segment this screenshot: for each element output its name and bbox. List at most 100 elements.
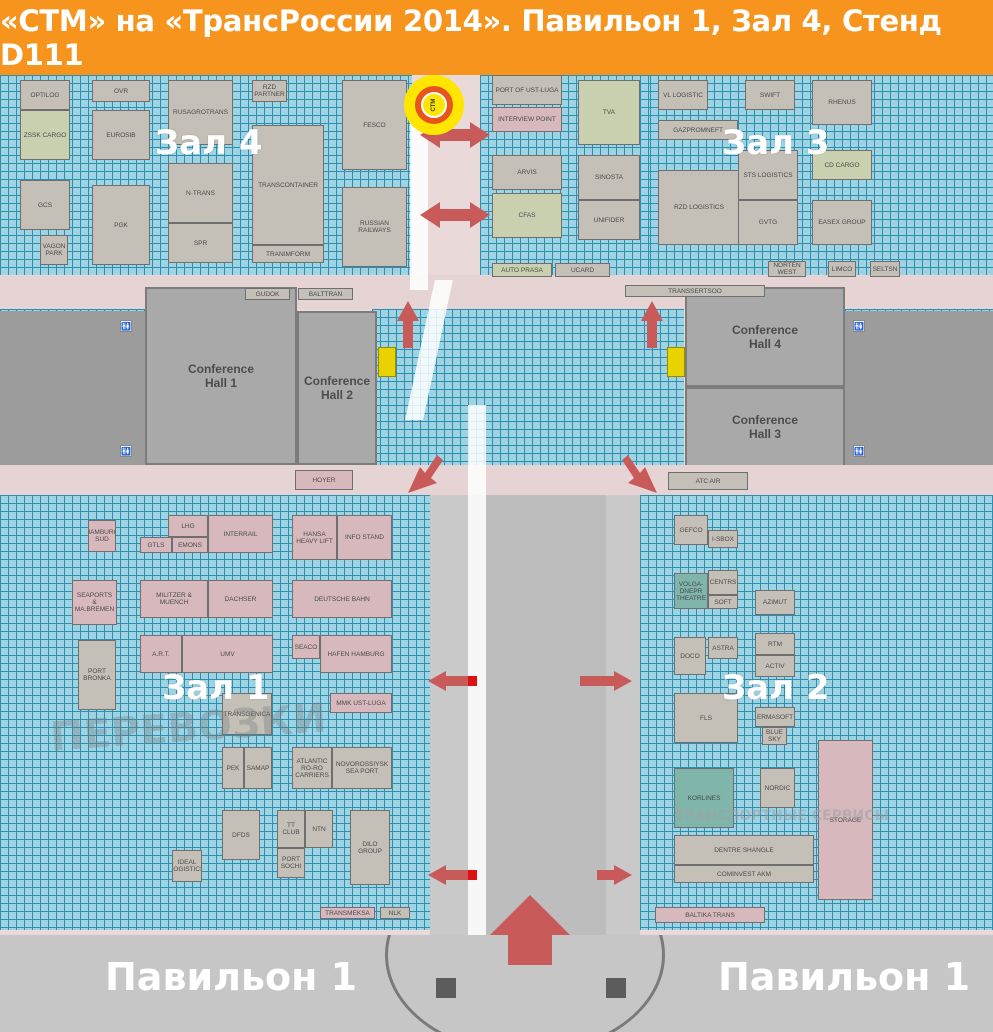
stand-rzd-partner[interactable]: RZD PARTNER: [252, 80, 287, 102]
stand-ideal-logistics[interactable]: IDEAL LOGISTICS: [172, 850, 202, 882]
stand-pek[interactable]: PEK: [222, 747, 244, 789]
arrow-up-icon: [641, 301, 663, 348]
stand-gcs[interactable]: GCS: [20, 180, 70, 230]
stand-dfds-label: DFDS: [232, 831, 250, 839]
stand-port-bronka[interactable]: PORT BRONKA: [78, 640, 116, 710]
stand-transmeksa[interactable]: TRANSMEKSA: [320, 907, 375, 919]
stand-astra[interactable]: ASTRA: [708, 637, 738, 659]
stand-info-stand[interactable]: INFO STAND: [337, 515, 392, 560]
stand-cfas[interactable]: CFAS: [492, 193, 562, 238]
stand-transsertsoo-label: TRANSSERTSOO: [668, 287, 722, 295]
stand-hamburg-sud[interactable]: HAMBURG SUD: [88, 520, 116, 552]
stand-russian-railways[interactable]: RUSSIAN RAILWAYS: [342, 187, 407, 267]
stand-mmk-ust-luga[interactable]: MMK UST-LUGA: [330, 693, 392, 713]
stand-vl-logistic[interactable]: VL LOGISTIC: [658, 80, 708, 110]
stand-hansa-heavy-lift[interactable]: HANSA HEAVY LIFT: [292, 515, 337, 560]
stand-volga-dnepr[interactable]: VOLGA-DNEPR THEATRE: [674, 573, 708, 609]
stand-dfds[interactable]: DFDS: [222, 810, 260, 860]
target-marker-icon[interactable]: СТМ: [404, 75, 464, 135]
stand-gazpromneft[interactable]: GAZPROMNEFT: [658, 120, 738, 140]
stand-seaports-bremen[interactable]: SEAPORTS & MA.BREMEN: [72, 580, 117, 625]
stand-seaco[interactable]: SEACO: [292, 635, 320, 659]
stand-ovr[interactable]: OVR: [92, 80, 150, 102]
stand-rzd-logistics[interactable]: RZD LOGISTICS: [658, 170, 740, 245]
stand-ermasoft[interactable]: ERMASOFT: [755, 707, 795, 727]
stand-rusagrotrans[interactable]: RUSAGROTRANS: [168, 80, 233, 145]
stand-gvtg[interactable]: GVTG: [738, 200, 798, 245]
stand-zssk[interactable]: ZSSK CARGO: [20, 110, 70, 160]
stand-ucard[interactable]: UCARD: [555, 263, 610, 277]
stand-limco[interactable]: LIMCO: [828, 261, 856, 277]
stand-cd-cargo[interactable]: CD CARGO: [812, 150, 872, 180]
stand-balttran[interactable]: BALTTRAN: [298, 288, 353, 300]
stand-sinosta[interactable]: SINOSTA: [578, 155, 640, 200]
stand-gefco[interactable]: GEFCO: [674, 515, 708, 545]
stand-atc-air[interactable]: ATC AIR: [668, 472, 748, 490]
stand-easex-group[interactable]: EASEX GROUP: [812, 200, 872, 245]
stand-eurosib[interactable]: EUROSIB: [92, 110, 150, 160]
stand-tt-club[interactable]: TT CLUB: [277, 810, 305, 848]
stand-centrs[interactable]: CENTRS: [708, 570, 738, 595]
stand-storage[interactable]: STORAGE: [818, 740, 873, 900]
stand-hafen-hamburg[interactable]: HAFEN HAMBURG: [320, 635, 392, 673]
stand-dentre-shangle[interactable]: DENTRE SHANGLE: [674, 835, 814, 865]
stand-umv[interactable]: UMV: [182, 635, 273, 673]
stand-militzer[interactable]: MILITZER & MUENCH: [140, 580, 208, 618]
stand-korlines[interactable]: KORLINES: [674, 768, 734, 828]
stand-transgenica[interactable]: TRANSGENICA: [222, 693, 272, 735]
stand-doco[interactable]: DOCO: [674, 637, 706, 675]
stand-tt-club-label: TT CLUB: [282, 822, 300, 836]
stand-art[interactable]: A.R.T.: [140, 635, 182, 673]
stand-gtls[interactable]: GTLS: [140, 537, 172, 553]
stand-rtm[interactable]: RTM: [755, 633, 795, 655]
stand-lhg[interactable]: LHG: [168, 515, 208, 537]
arrow-right-icon: [597, 865, 632, 885]
stand-optilog[interactable]: OPTILOG: [20, 80, 70, 110]
stand-swift[interactable]: SWIFT: [745, 80, 795, 110]
stand-ntrans[interactable]: N-TRANS: [168, 163, 233, 223]
stand-samap[interactable]: SAMAP: [244, 747, 272, 789]
stand-hafen-hamburg-label: HAFEN HAMBURG: [327, 650, 385, 658]
stand-deutsche-bahn[interactable]: DEUTSCHE BAHN: [292, 580, 392, 618]
stand-dilo-group[interactable]: DILO GROUP: [350, 810, 390, 885]
stand-emons[interactable]: EMONS: [172, 537, 208, 553]
stand-atlantic[interactable]: ATLANTIC RO-RO CARRIERS: [292, 747, 332, 789]
stand-activ[interactable]: ACTIV: [755, 655, 795, 677]
entrance-arrow-icon: [490, 895, 570, 965]
stand-nlk[interactable]: NLK: [380, 907, 410, 919]
stand-norten-west[interactable]: NORTEN WEST: [768, 261, 806, 277]
stand-fls[interactable]: FLS: [674, 693, 738, 743]
stand-sts-logistics[interactable]: STS LOGISTICS: [738, 150, 798, 200]
stand-spr[interactable]: SPR: [168, 223, 233, 263]
stand-baltika-trans[interactable]: BALTIKA TRANS: [655, 907, 765, 923]
stand-auto-prasa[interactable]: AUTO PRASA: [492, 263, 552, 277]
stand-transcontainer[interactable]: TRANSCONTAINER: [252, 125, 324, 245]
stand-novorossiysk[interactable]: NOVOROSSIYSK SEA PORT: [332, 747, 392, 789]
stand-hoyer[interactable]: HOYER: [295, 470, 353, 490]
direction-arrows: [397, 122, 663, 965]
stand-blue-sky[interactable]: BLUE SKY: [762, 727, 787, 745]
stand-soft[interactable]: SOFT: [708, 595, 738, 609]
stand-dachser[interactable]: DACHSER: [208, 580, 273, 618]
stand-unifider[interactable]: UNIFIDER: [578, 200, 640, 240]
stand-interrail[interactable]: INTERRAIL: [208, 515, 273, 553]
stand-interview-point[interactable]: INTERVIEW POINT: [492, 107, 562, 132]
stand-tva[interactable]: TVA: [578, 80, 640, 145]
stand-gudok[interactable]: GUDOK: [245, 288, 290, 300]
stand-arvis[interactable]: ARVIS: [492, 155, 562, 190]
stand-isbox[interactable]: I-SBOX: [708, 530, 738, 548]
stand-port-sochi[interactable]: PORT SOCHI: [277, 848, 305, 878]
stand-fesco[interactable]: FESCO: [342, 80, 407, 170]
stand-transsertsoo[interactable]: TRANSSERTSOO: [625, 285, 765, 297]
stand-seltsn[interactable]: SELTSN: [870, 261, 900, 277]
stand-vagon-park[interactable]: VAGON PARK: [40, 235, 68, 265]
stand-umv-label: UMV: [220, 650, 235, 658]
stand-azimut[interactable]: AZIMUT: [755, 590, 795, 615]
stand-tranimform[interactable]: TRANIMFORM: [252, 245, 324, 263]
stand-pgk[interactable]: PGK: [92, 185, 150, 265]
stand-ntn[interactable]: NTN: [305, 810, 333, 848]
stand-cominvest-akm[interactable]: COMINVEST AKM: [674, 865, 814, 883]
stand-rhenus[interactable]: RHENUS: [812, 80, 872, 125]
stand-port-ust-luga[interactable]: PORT OF UST-LUGA: [492, 75, 562, 105]
stand-nordic[interactable]: NORDIC: [760, 768, 795, 808]
